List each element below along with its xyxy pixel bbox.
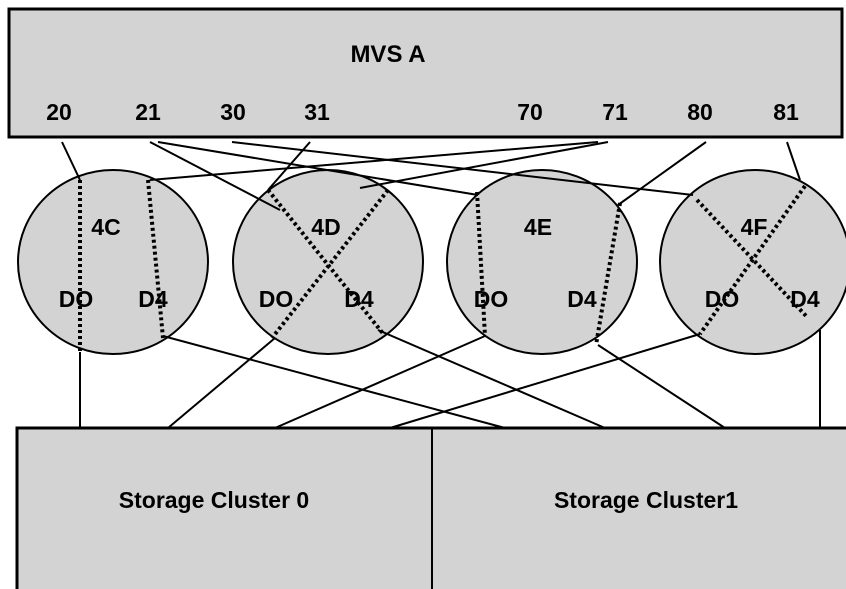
control-unit-4f-label: 4F [741,214,768,240]
storage-cluster-0-label: Storage Cluster 0 [119,487,309,513]
control-unit-4d-left-port: DO [259,286,294,312]
storage-line [162,335,506,429]
host-box [7,7,844,139]
channel-line [359,141,609,189]
control-unit-4d-label: 4D [311,214,340,240]
storage-line [274,335,486,429]
channel-line [617,141,707,206]
port-71: 71 [602,99,628,125]
channel-line [149,141,281,211]
control-unit-4c-left-port: DO [59,286,94,312]
control-unit-4e [446,169,638,355]
control-unit-4e-left-port: DO [474,286,509,312]
storage-line [377,329,606,429]
port-80: 80 [687,99,713,125]
control-unit-4f-right-port: D4 [790,286,820,312]
internal-path [698,184,807,336]
port-30: 30 [220,99,246,125]
channel-line [149,141,599,181]
storage-line [389,333,701,429]
port-20: 20 [46,99,72,125]
control-unit-4e-label: 4E [524,214,552,240]
port-31: 31 [304,99,330,125]
control-unit-4c [17,169,209,355]
control-unit-4c-right-port: D4 [138,286,168,312]
channel-line [61,141,81,181]
control-unit-4d [232,169,424,355]
internal-path [594,202,622,346]
internal-path [266,188,387,338]
host-label: MVS A [350,41,425,68]
port-21: 21 [135,99,161,125]
internal-path [270,188,390,340]
port-70: 70 [517,99,543,125]
channel-line [157,141,479,196]
control-unit-4c-label: 4C [91,214,120,240]
internal-path [146,179,165,339]
control-unit-4d-right-port: D4 [344,286,374,312]
control-unit-4e-right-port: D4 [567,286,597,312]
port-81: 81 [773,99,799,125]
storage-line [597,344,726,429]
control-unit-4f-left-port: DO [705,286,740,312]
internal-path [475,191,487,337]
channel-line [267,141,311,191]
channel-line [786,141,801,181]
storage-cluster-1-label: Storage Cluster1 [554,487,738,513]
storage-line [167,337,276,429]
